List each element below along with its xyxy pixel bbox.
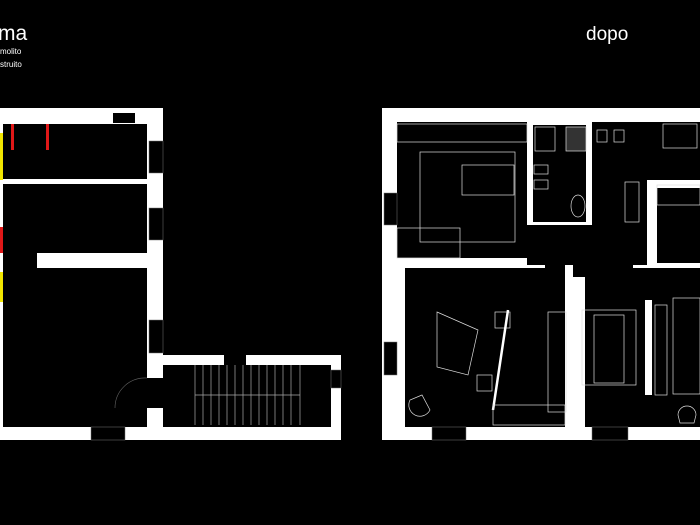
window [330, 369, 342, 389]
armchair [408, 394, 431, 417]
dining-table [593, 314, 625, 384]
demolished-wall [46, 124, 49, 150]
desk [396, 227, 461, 259]
rug [581, 309, 637, 386]
wardrobe [396, 123, 528, 143]
stairs [194, 365, 301, 425]
hob [613, 129, 625, 143]
bedroom-2 [405, 268, 565, 427]
window [148, 319, 164, 354]
after-title: dopo [586, 24, 629, 45]
legend-demolished: molito [0, 47, 22, 56]
room [3, 268, 147, 427]
bed [461, 164, 515, 196]
demolished-wall [11, 124, 14, 150]
wardrobe [547, 311, 567, 413]
shower [565, 126, 587, 152]
hob [596, 129, 608, 143]
vent [113, 113, 135, 123]
toilet [533, 179, 549, 190]
window [431, 426, 467, 441]
nightstand [476, 374, 493, 392]
plan-after [382, 108, 700, 441]
door-swing [114, 377, 148, 409]
window [148, 140, 164, 174]
bed [436, 311, 479, 376]
doorway [545, 258, 565, 270]
demolished-wall [0, 227, 3, 253]
closet [624, 181, 640, 223]
cabinet [656, 184, 700, 206]
window [224, 355, 246, 365]
fridge [662, 123, 698, 149]
armchair [677, 405, 697, 424]
plan-before [0, 108, 342, 441]
doorway [3, 253, 37, 268]
before-title: ma [0, 22, 28, 45]
window [383, 192, 398, 226]
bathtub-sink [570, 194, 586, 218]
built-wall [0, 272, 3, 302]
window [383, 341, 398, 376]
doorway [147, 378, 163, 408]
built-wall [0, 133, 3, 180]
stair-room [163, 365, 331, 427]
window [591, 426, 629, 441]
room [3, 124, 147, 179]
kitchen [592, 122, 700, 180]
angled-wall [491, 309, 510, 411]
nightstand [494, 311, 511, 329]
rug [419, 151, 516, 243]
entrance-door [90, 426, 126, 441]
room [3, 184, 147, 253]
cabinet [534, 126, 556, 152]
wardrobe [492, 404, 566, 426]
room-right [657, 188, 700, 263]
sofa [672, 297, 700, 395]
window [148, 207, 164, 241]
tv-unit [654, 304, 668, 396]
furniture [396, 123, 700, 426]
living-room [585, 268, 700, 427]
bidet [533, 164, 549, 175]
partition [645, 300, 652, 395]
legend-built: struito [0, 60, 22, 69]
